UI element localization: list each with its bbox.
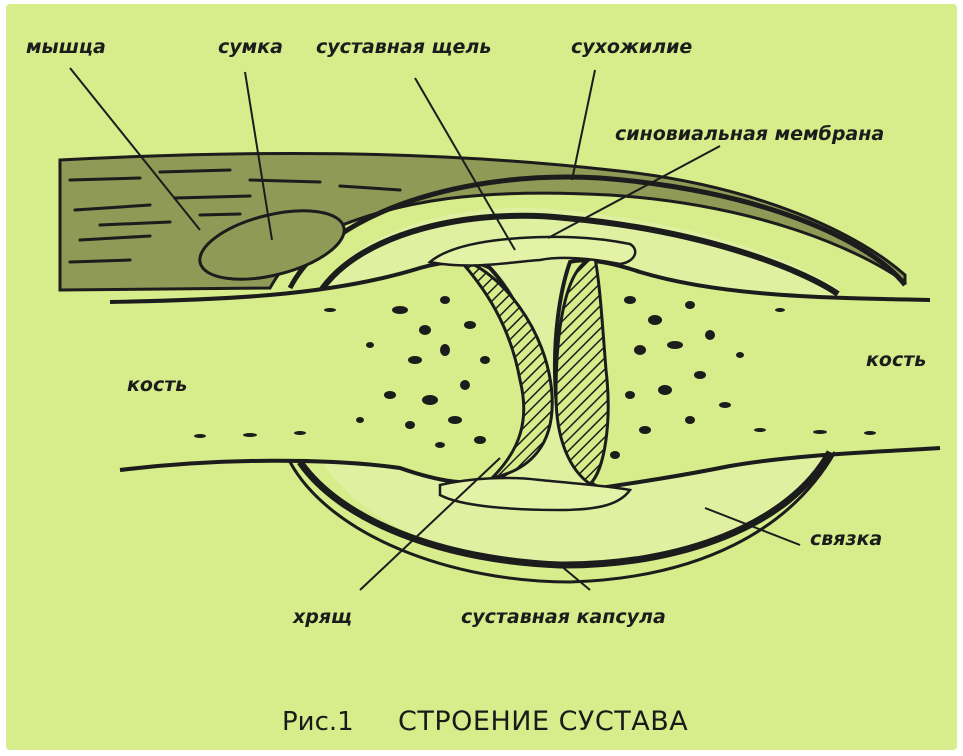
label-bone-right: кость xyxy=(866,349,926,371)
label-cartilage: хрящ xyxy=(292,606,352,628)
figure-number: Рис.1 xyxy=(282,707,354,737)
label-joint-gap: суставная щель xyxy=(316,36,491,58)
label-joint-capsule: суставная капсула xyxy=(461,606,666,628)
label-ligament: связка xyxy=(810,528,882,550)
label-bursa: сумка xyxy=(218,36,283,58)
left-bone xyxy=(110,262,545,483)
figure-title: СТРОЕНИЕ СУСТАВА xyxy=(398,706,688,737)
label-muscle: мышца xyxy=(26,36,106,58)
label-tendon: сухожилие xyxy=(571,36,692,58)
label-bone-left: кость xyxy=(127,374,187,396)
label-synovial-membrane: синовиальная мембрана xyxy=(615,123,884,145)
